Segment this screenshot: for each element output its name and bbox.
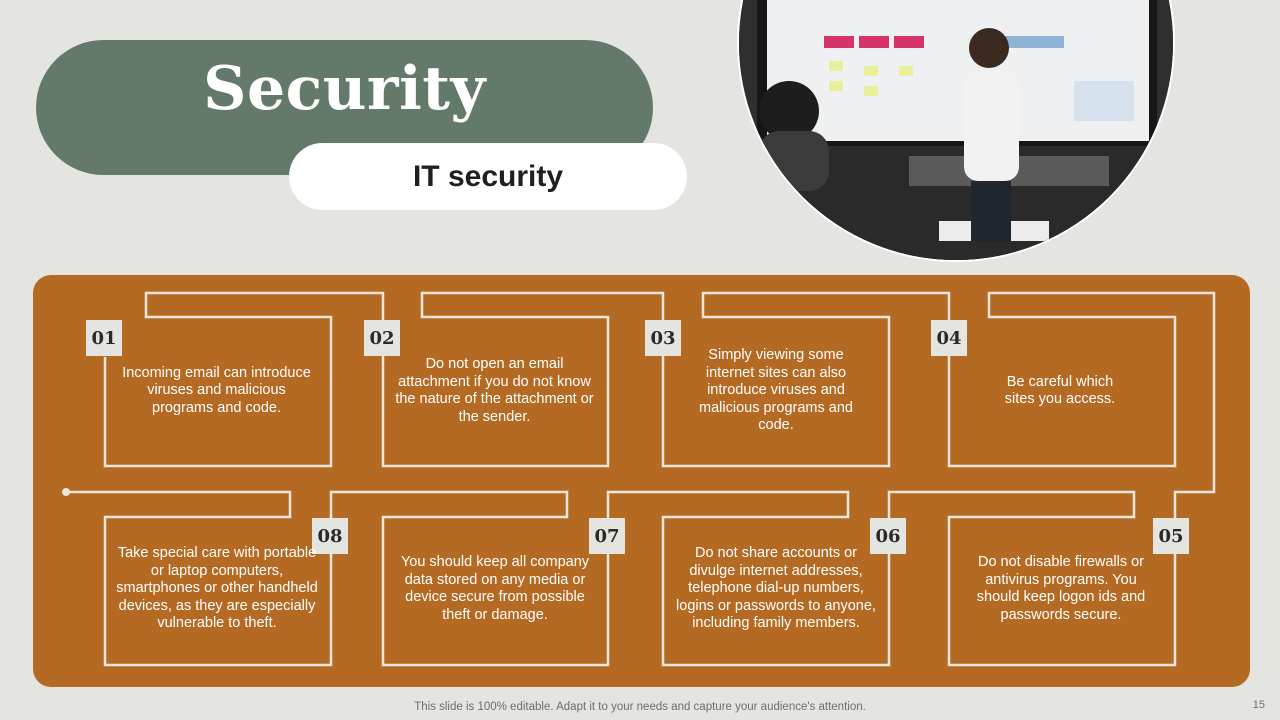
step-text-06: Do not share accounts or divulge interne… [676,545,876,632]
step-number-05: 05 [1153,518,1189,554]
subtitle-pill: IT security [289,143,687,210]
box-outline-04 [947,291,1216,517]
box-outline-05 [887,490,1177,667]
step-number-08: 08 [312,518,348,554]
step-number-06: 06 [870,518,906,554]
step-number-07: 07 [589,518,625,554]
box-outline-03 [661,291,951,468]
step-text-04: Be careful which sites you access. [1004,373,1116,408]
step-number-03: 03 [645,320,681,356]
step-text-07: You should keep all company data stored … [400,554,590,623]
box-outline-01 [103,291,385,468]
box-outline-02 [381,291,665,468]
box-outline-08 [66,490,333,667]
step-number-04: 04 [931,320,967,356]
steps-panel [33,275,1250,687]
footer-note: This slide is 100% editable. Adapt it to… [414,701,866,713]
step-text-02: Do not open an email attachment if you d… [395,356,594,425]
step-number-01: 01 [86,320,122,356]
box-outline-06 [606,490,891,667]
step-text-01: Incoming email can introduce viruses and… [122,364,311,416]
step-text-08: Take special care with portable or lapto… [116,545,318,632]
page-subtitle: IT security [412,159,564,193]
box-outline-07 [329,490,610,667]
page-number: 15 [1252,699,1265,711]
step-number-02: 02 [364,320,400,356]
step-text-03: Simply viewing some internet sites can a… [699,347,853,434]
step-text-05: Do not disable firewalls or antivirus pr… [976,554,1146,623]
path-end-dot [62,488,70,496]
page-title: Security [203,54,486,124]
